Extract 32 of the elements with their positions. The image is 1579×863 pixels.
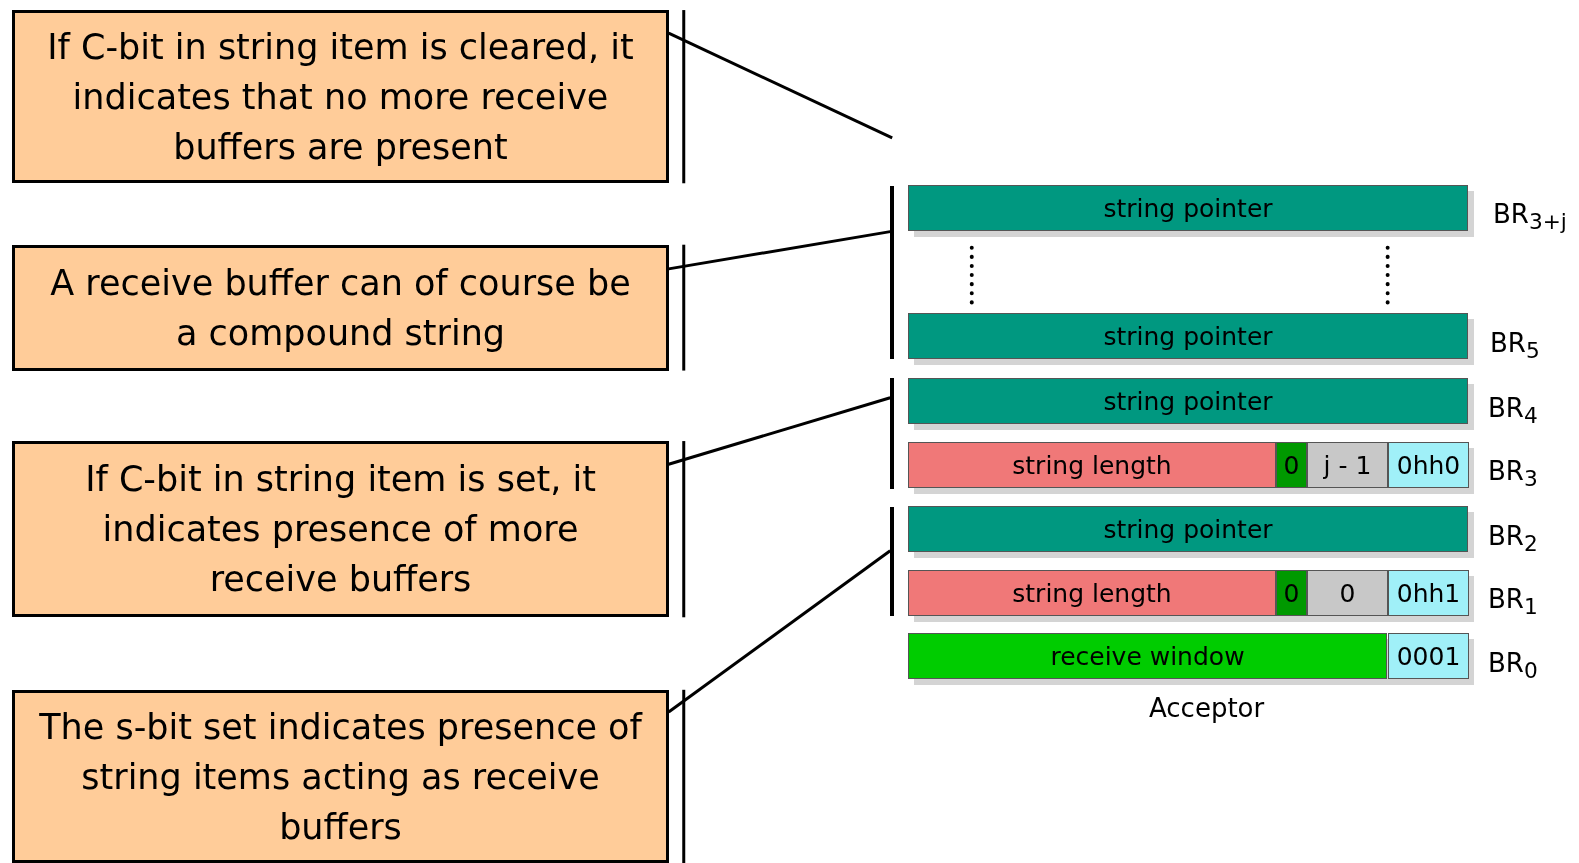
register-field: 0 bbox=[1307, 570, 1388, 616]
register-field: 0 bbox=[1276, 442, 1307, 488]
leader-line bbox=[668, 230, 891, 271]
register-label: BR$_{4}$ bbox=[1488, 393, 1538, 429]
register-field: string pointer bbox=[908, 506, 1468, 552]
register-label: BR$_{5}$ bbox=[1490, 328, 1540, 364]
callout-box: The s-bit set indicates presence of string items acting as receive buffers bbox=[12, 690, 669, 863]
register-label: BR$_{2}$ bbox=[1488, 521, 1538, 557]
register-field: 0001 bbox=[1388, 633, 1469, 679]
bracket bbox=[890, 507, 894, 616]
callout-box: If C-bit in string item is cleared, it indicates that no more receive buffers are present bbox=[12, 10, 669, 183]
caption-text: Acceptor bbox=[1149, 693, 1265, 723]
register-field: 0hh1 bbox=[1388, 570, 1469, 616]
register-label: BR$_{1}$ bbox=[1488, 584, 1538, 620]
register-field: string pointer bbox=[908, 313, 1468, 359]
register-field: receive window bbox=[908, 633, 1387, 679]
register-field: string pointer bbox=[908, 185, 1468, 231]
register-field: 0hh0 bbox=[1388, 442, 1469, 488]
register-label: BR$_{0}$ bbox=[1488, 648, 1538, 684]
leader-line bbox=[667, 549, 892, 714]
callout-box: If C-bit in string item is set, it indicates presence of more receive buffers bbox=[12, 441, 669, 617]
register-field: string length bbox=[908, 570, 1276, 616]
register-label: BR$_{3+j}$ bbox=[1493, 199, 1567, 235]
leader-line bbox=[668, 31, 893, 140]
register-field: j - 1 bbox=[1307, 442, 1388, 488]
bracket bbox=[890, 378, 894, 489]
register-label: BR$_{3}$ bbox=[1488, 456, 1538, 492]
register-field: string pointer bbox=[908, 378, 1468, 424]
bracket bbox=[890, 186, 894, 359]
register-field: string length bbox=[908, 442, 1276, 488]
register-field: 0 bbox=[1276, 570, 1307, 616]
callout-box: A receive buffer can of course be a compound string bbox=[12, 245, 669, 371]
